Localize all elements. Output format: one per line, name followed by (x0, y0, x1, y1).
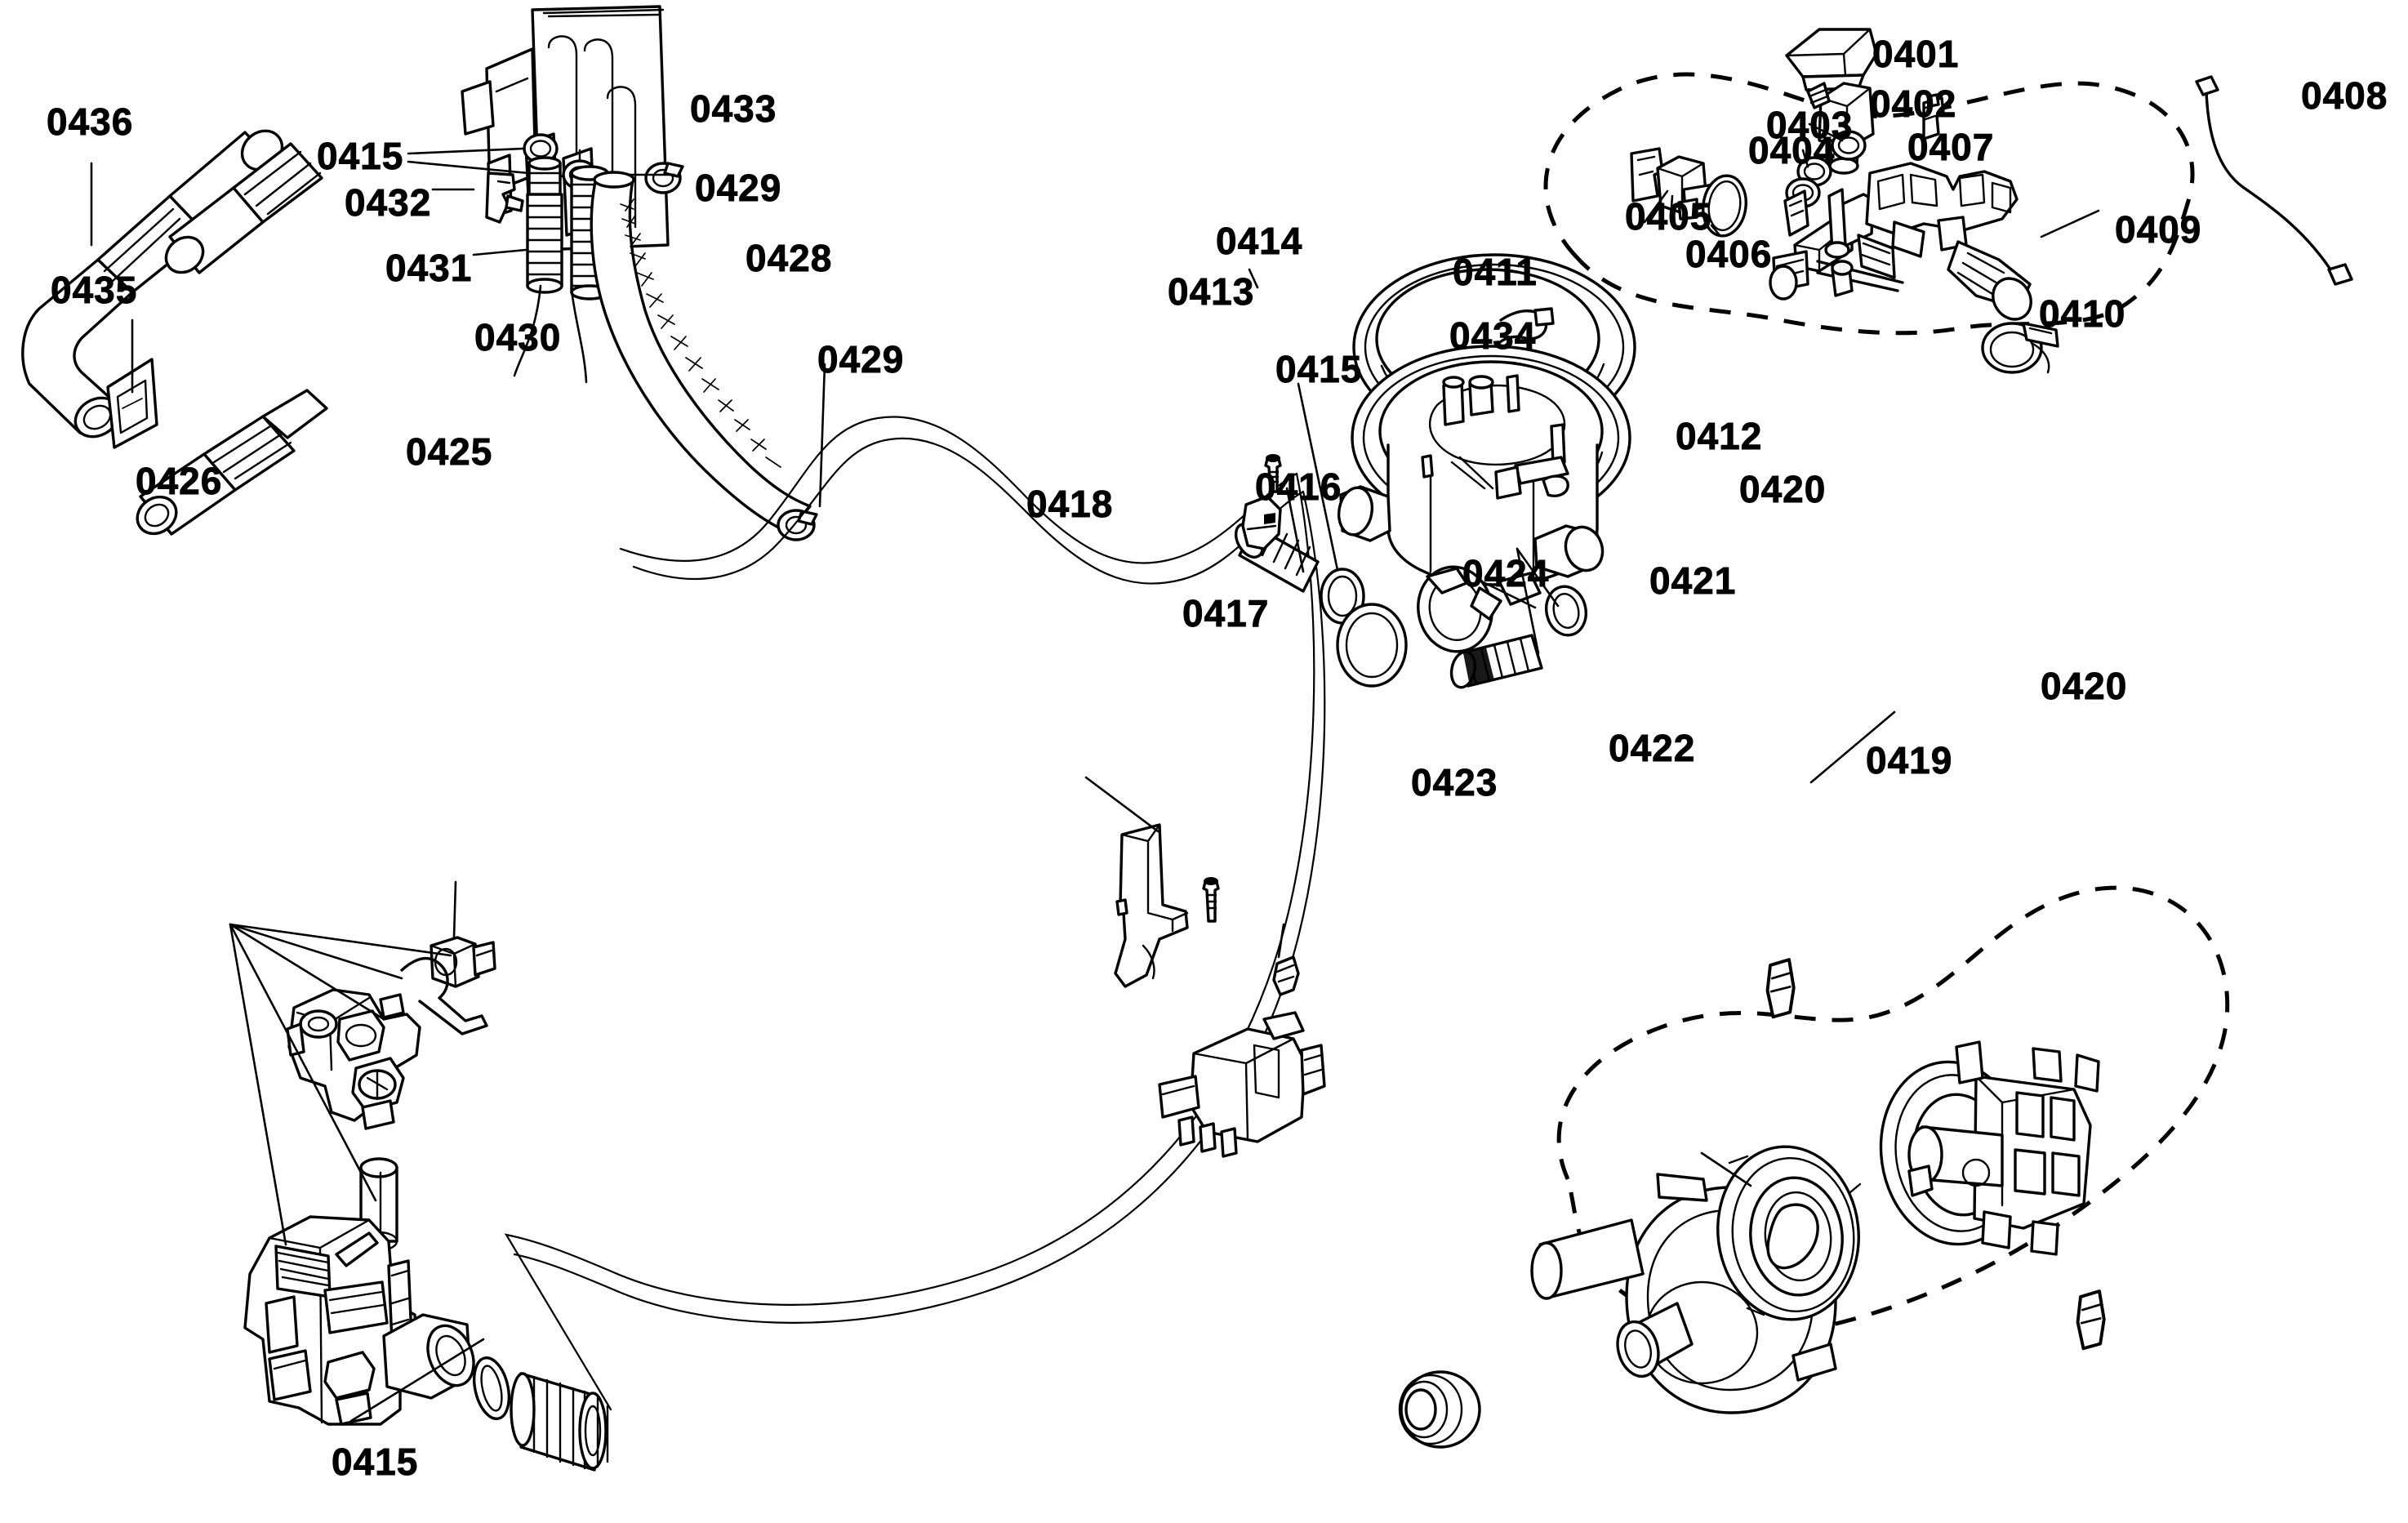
part-label-water-switch-sensor: 0402 (1870, 82, 1957, 125)
part-label-heating-element: 0433 (690, 87, 777, 130)
part-label-spring-clip: 0420 (1739, 468, 1827, 510)
part-0415-oring-bottom (473, 1356, 510, 1420)
part-0436-hose-segment-b (164, 142, 323, 274)
part-label-rubber-grommet: 0423 (1411, 761, 1498, 804)
part-0414-screw-upper (1264, 454, 1282, 493)
part-label-clip-retainer: 0416 (1255, 465, 1342, 508)
part-label-sensor-bracket: 0405 (1625, 195, 1712, 238)
hose-route-outline (619, 416, 1298, 564)
part-label-spring-clip: 0420 (2041, 665, 2128, 707)
part-0428-drain-hose (590, 171, 812, 534)
part-label-hose-holder-clip: 0432 (345, 181, 432, 224)
part-label-filter-cover: 0411 (1453, 251, 1538, 293)
part-label-o-ring: 0415 (1275, 348, 1363, 390)
part-0408-wiring-lead (2195, 75, 2353, 286)
part-label-hose-clamp: 0429 (695, 167, 782, 209)
group-0409-boundary (1543, 72, 2195, 336)
part-0405-bracket (1630, 147, 1664, 203)
part-0421-impeller-cover (1716, 1145, 1862, 1321)
part-0435-hose-segment (136, 389, 328, 536)
part-label-o-ring-seal: 0403 (1766, 104, 1854, 146)
part-0419-pump-motor (1879, 1040, 2100, 1256)
part-label-mounting-bracket: 0413 (1168, 270, 1255, 313)
part-0424-corrugated-hose-right (1449, 634, 1543, 689)
part-0423-grommet (1398, 1370, 1481, 1449)
part-label-drain-hose: 0428 (746, 237, 833, 279)
part-0435-hose-clip (106, 358, 158, 449)
part-0420-clip-right (2076, 1289, 2106, 1351)
part-label-corrugated-hose: 0431 (385, 247, 473, 289)
part-label-pump-volute-housing: 0422 (1609, 727, 1696, 769)
part-0418-air-duct (1114, 823, 1189, 988)
part-0426-spring (400, 957, 488, 1035)
part-0416-clip (1272, 955, 1300, 996)
part-label-o-ring-seal-small: 0404 (1748, 129, 1836, 171)
part-0429-clamp-lower (777, 509, 818, 541)
part-0426-valve-bracket (286, 988, 421, 1130)
part-0414-screw-lower (1202, 877, 1220, 923)
part-0409-manifold (1769, 162, 2032, 321)
part-label-o-ring: 0415 (332, 1441, 419, 1483)
part-0417-pressure-switch (1158, 1011, 1326, 1158)
part-label-filter-handle: 0434 (1449, 314, 1537, 357)
part-label-drain-hose-connector: 0424 (1462, 552, 1550, 595)
part-label-o-ring-gasket: 0406 (1685, 233, 1773, 275)
part-0425-float-switch (430, 936, 496, 988)
part-label-hose-clamp: 0410 (2039, 292, 2126, 335)
part-label-water-inlet-valve-kit: 0426 (136, 460, 223, 502)
part-0429-clamp-upper (644, 162, 684, 194)
part-0401-cover (1785, 28, 1878, 91)
part-label-sump-housing: 0412 (1676, 415, 1763, 457)
part-label-air-break-duct: 0418 (1026, 483, 1114, 525)
part-label-pump-impeller-cover: 0421 (1649, 559, 1737, 602)
part-0405-sensor-body (1656, 155, 1715, 220)
part-label-float-switch: 0425 (406, 430, 493, 473)
part-label-hose-mount-clip: 0435 (51, 269, 138, 311)
part-0431-corrugated-hose (526, 156, 563, 294)
part-0426-inlet-valve-body (243, 1215, 475, 1426)
part-label-circulation-pump-assembly: 0419 (1866, 739, 1953, 782)
part-0413-bracket (1241, 495, 1282, 550)
part-label-wiring-harness-lead: 0408 (2301, 74, 2388, 117)
part-label-pressure-switch: 0417 (1182, 592, 1270, 635)
part-0432-holder-clip (485, 171, 524, 224)
part-0420-clip-top (1765, 958, 1796, 1019)
part-label-corrugated-hose: 0430 (474, 316, 562, 358)
part-0412-sump-housing (1337, 345, 1631, 609)
part-label-o-ring: 0415 (317, 135, 404, 177)
part-0424-oring-right (1545, 585, 1587, 637)
part-label-screw: 0414 (1216, 220, 1303, 262)
part-threaded-nipple (510, 1372, 609, 1472)
part-0415-oring-ring-big (1336, 603, 1408, 688)
part-label-heat-pump-manifold: 0409 (2115, 208, 2202, 251)
part-label-retaining-clip: 0407 (1907, 126, 1995, 168)
part-label-drain-pump-cover: 0401 (1872, 33, 1960, 75)
part-0407-clip (1922, 93, 1945, 140)
part-label-hose-clamp: 0429 (817, 338, 905, 381)
part-0410-hose-clamp (1981, 322, 2059, 374)
part-label-inlet-hose: 0436 (47, 100, 134, 143)
